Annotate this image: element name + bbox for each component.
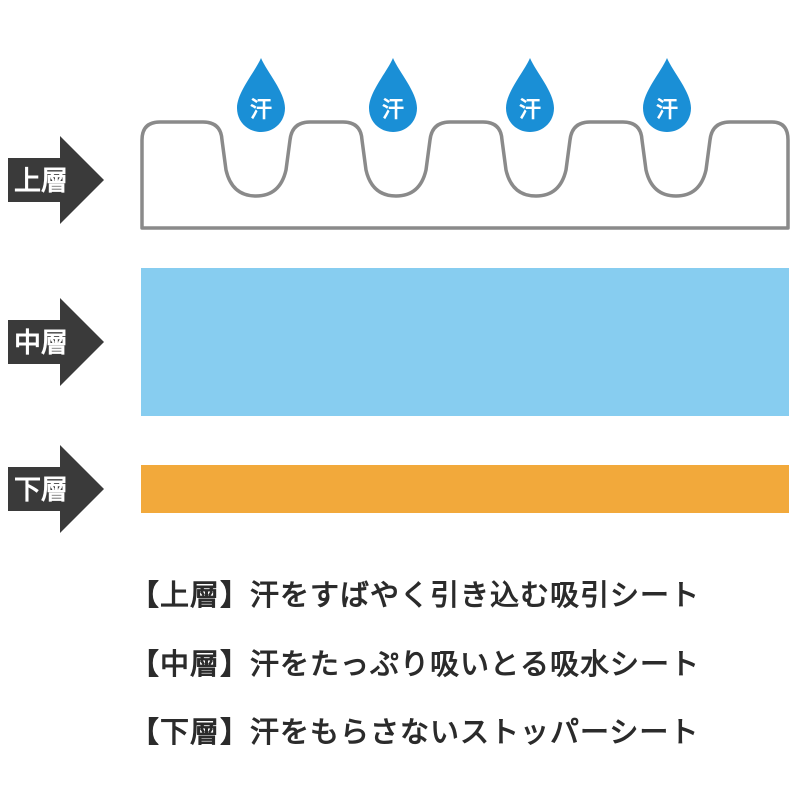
drop-label: 汗 xyxy=(519,98,541,123)
sweat-drop: 汗 xyxy=(369,58,417,132)
description-tag: 【上層】 xyxy=(130,578,251,612)
drop-icon xyxy=(237,58,285,132)
bottom-layer-arrow: 下層 xyxy=(8,445,104,533)
description-tag: 【中層】 xyxy=(130,647,251,681)
sweat-drop: 汗 xyxy=(643,58,691,132)
drop-label: 汗 xyxy=(250,98,272,123)
top-layer-arrow: 上層 xyxy=(8,136,104,224)
description-top: 【上層】汗をすばやく引き込む吸引シート xyxy=(130,572,790,614)
drop-icon xyxy=(506,58,554,132)
top-layer-sheet xyxy=(140,120,790,230)
drop-label: 汗 xyxy=(382,98,404,123)
drop-icon xyxy=(643,58,691,132)
middle-layer-sheet xyxy=(141,268,789,416)
sweat-drop: 汗 xyxy=(237,58,285,132)
bottom-layer-label: 下層 xyxy=(14,475,68,506)
top-layer-label: 上層 xyxy=(14,166,68,197)
arrow-shape xyxy=(8,298,104,386)
bottom-layer-sheet xyxy=(141,465,789,513)
arrow-shape xyxy=(8,445,104,533)
drop-icon xyxy=(369,58,417,132)
sweat-drop: 汗 xyxy=(506,58,554,132)
description-tag: 【下層】 xyxy=(130,715,251,749)
description-text: 汗をもらさないストッパーシート xyxy=(250,715,700,749)
description-middle: 【中層】汗をたっぷり吸いとる吸水シート xyxy=(130,641,790,683)
middle-layer-arrow: 中層 xyxy=(8,298,104,386)
middle-layer-label: 中層 xyxy=(14,328,68,359)
description-text: 汗をすばやく引き込む吸引シート xyxy=(250,578,701,612)
description-bottom: 【下層】汗をもらさないストッパーシート xyxy=(130,709,790,751)
arrow-shape xyxy=(8,136,104,224)
drop-label: 汗 xyxy=(656,98,678,123)
description-text: 汗をたっぷり吸いとる吸水シート xyxy=(250,647,701,681)
